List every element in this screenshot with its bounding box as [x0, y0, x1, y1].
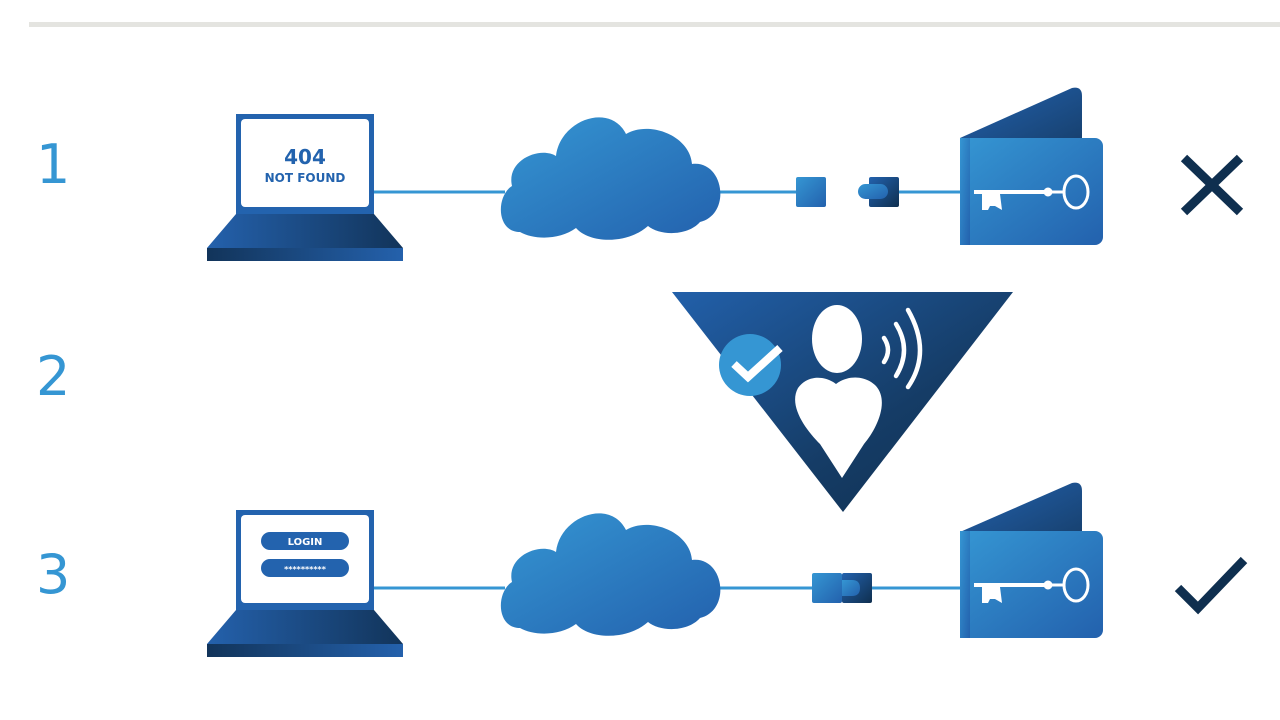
- top-divider: [29, 22, 1280, 27]
- wallet-key-icon: [960, 87, 1103, 245]
- voice-waves-icon: [881, 307, 923, 390]
- login-label: LOGIN: [288, 537, 323, 548]
- plug-prong: [858, 184, 888, 199]
- password-mask: **********: [284, 565, 327, 574]
- verified-user-voice-icon: [672, 292, 1013, 512]
- laptop-icon: LOGIN **********: [207, 510, 403, 657]
- error-message-text: NOT FOUND: [265, 171, 346, 185]
- verified-check-icon: [719, 334, 783, 396]
- user-icon: [795, 305, 882, 478]
- key-icon: [974, 174, 1090, 210]
- error-code-text: 404: [284, 145, 326, 169]
- disconnected-plug-icon: [796, 177, 899, 207]
- cloud-icon: [500, 513, 721, 636]
- password-field: **********: [261, 559, 349, 577]
- login-button: LOGIN: [261, 532, 349, 550]
- step-number-1: 1: [36, 133, 71, 196]
- step-number-2: 2: [36, 345, 71, 408]
- row-2: [672, 292, 1013, 512]
- cross-icon: [1180, 154, 1244, 216]
- connected-plug-icon: [812, 573, 872, 603]
- socket-block: [796, 177, 826, 207]
- checkmark-icon: [1174, 556, 1248, 615]
- step-number-3: 3: [36, 543, 71, 606]
- wallet-key-icon: [960, 482, 1103, 638]
- row-3: LOGIN **********: [207, 482, 1248, 657]
- key-icon: [974, 567, 1090, 603]
- cloud-icon: [500, 117, 721, 240]
- laptop-icon: 404 NOT FOUND: [207, 114, 403, 261]
- row-1: 404 NOT FOUND: [207, 87, 1244, 261]
